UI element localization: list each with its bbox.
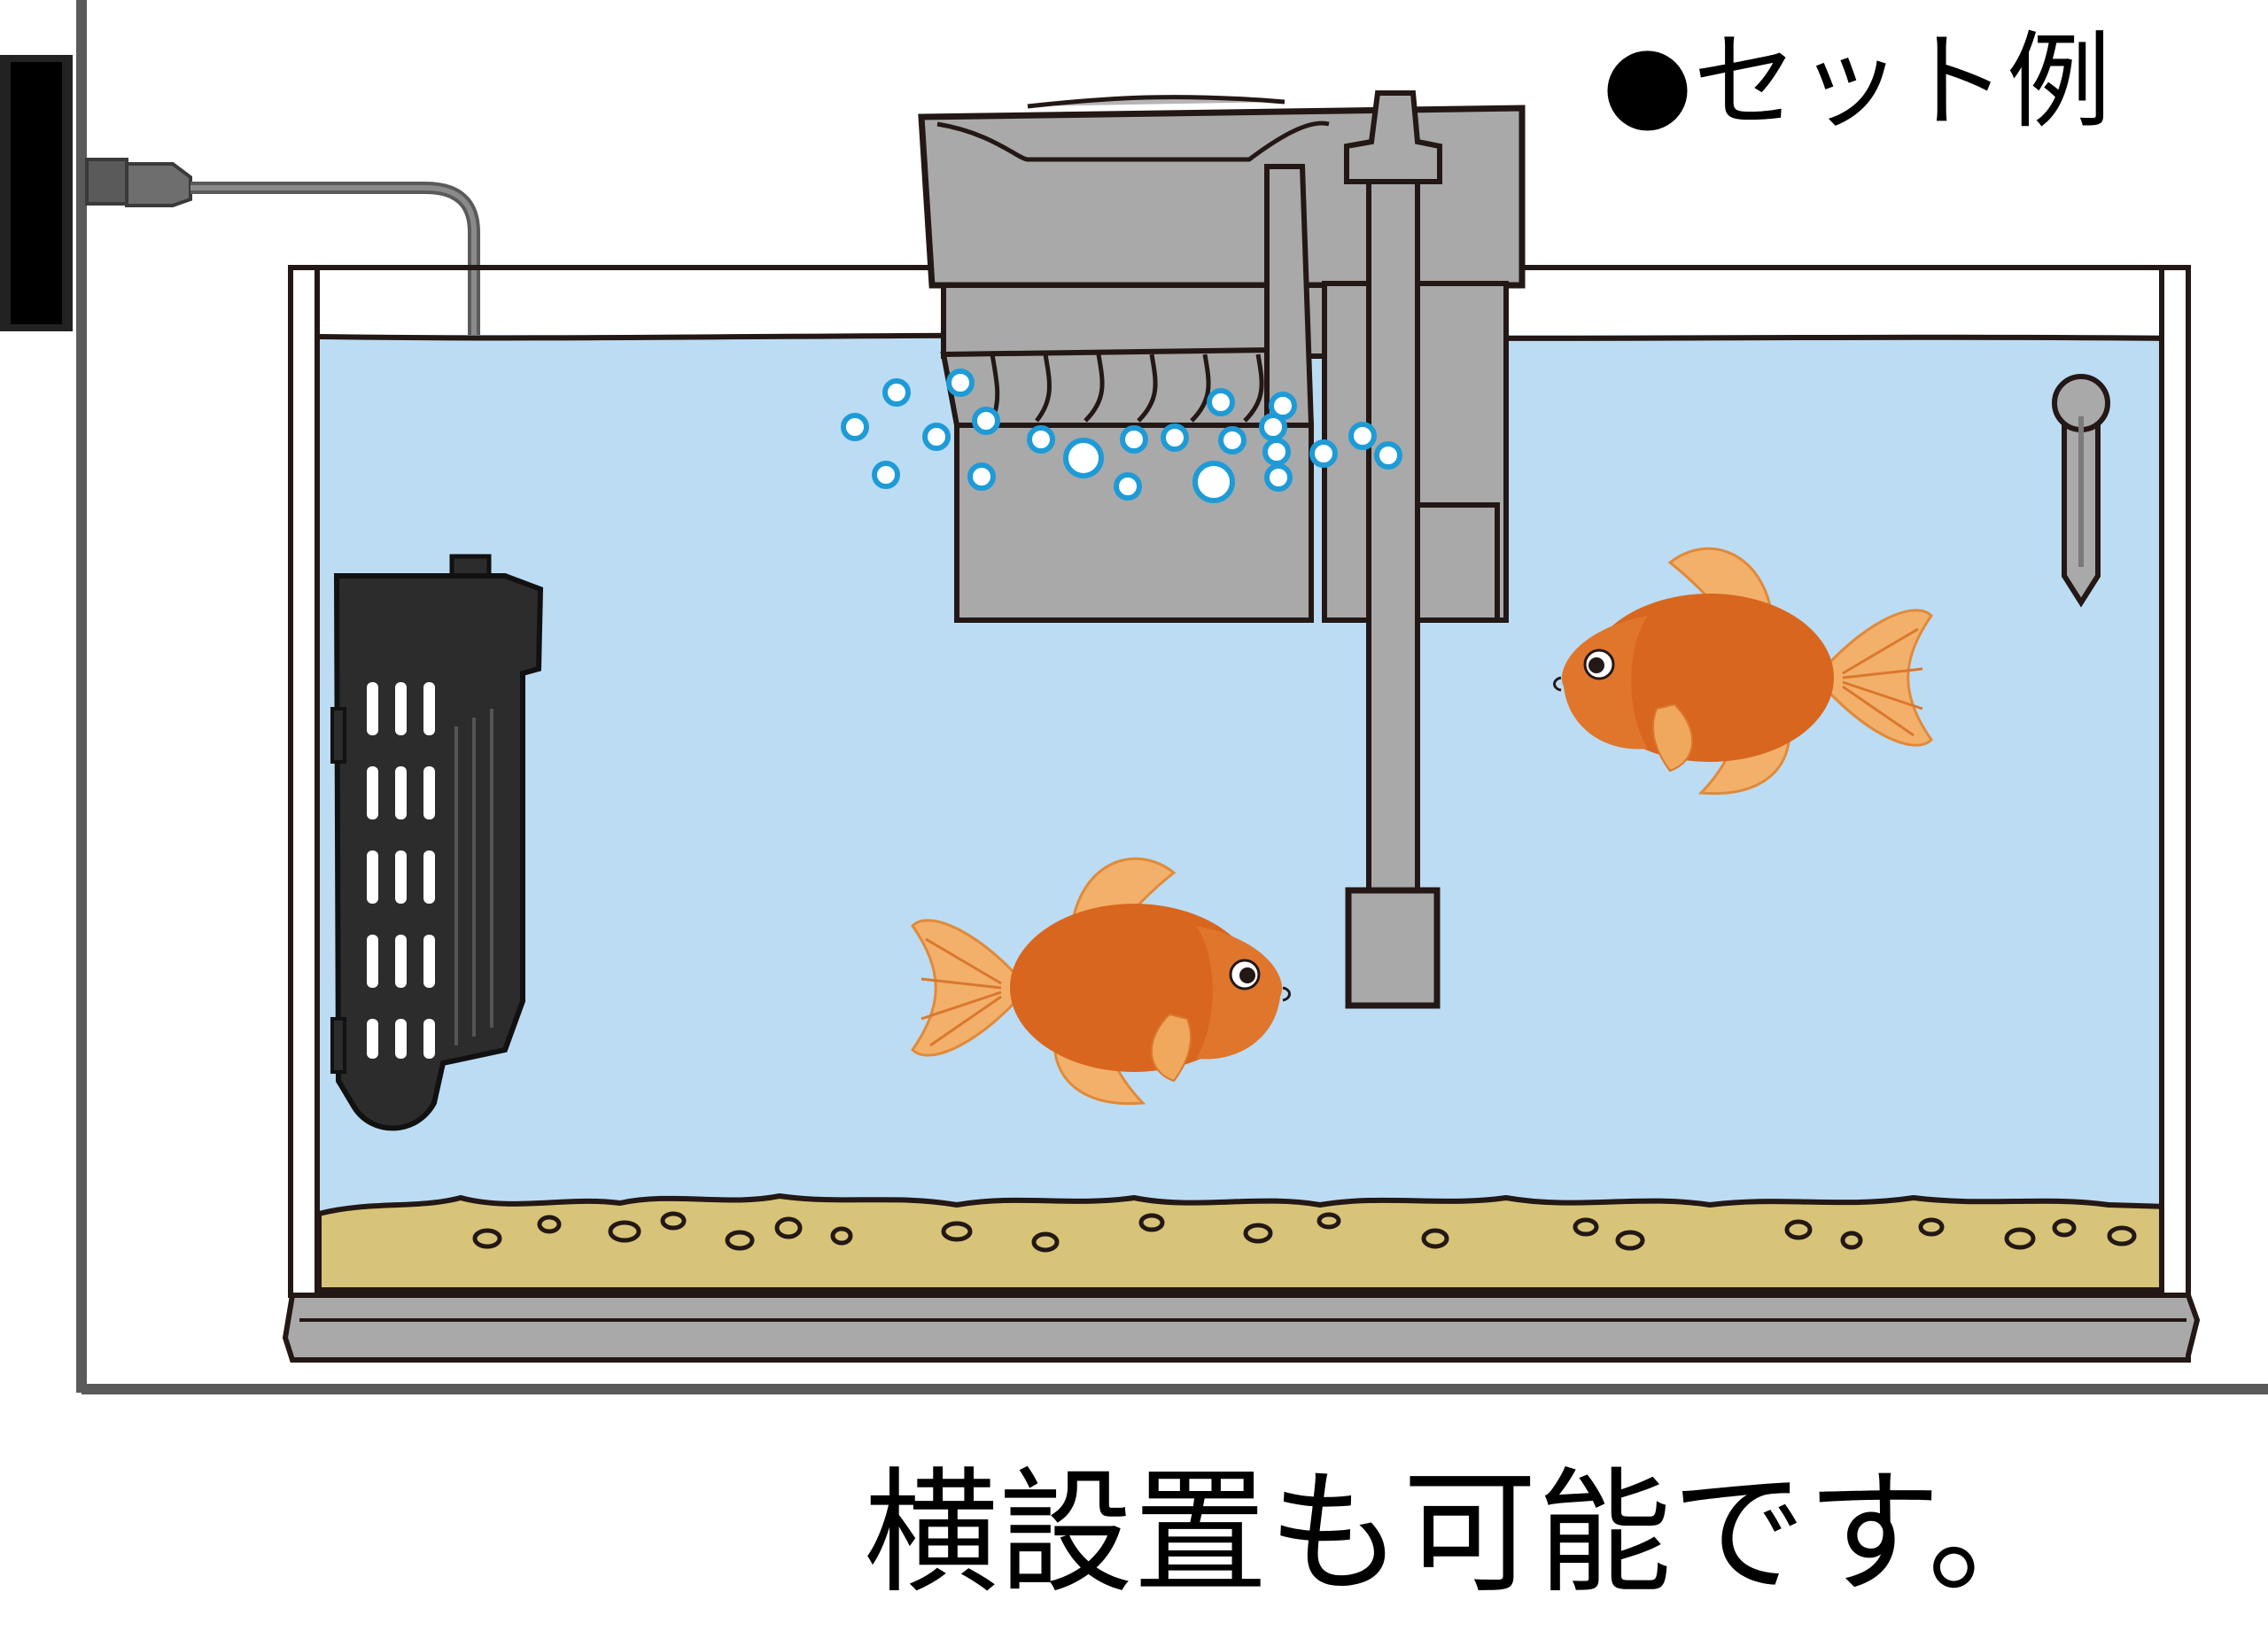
heater-icon [330, 554, 544, 1131]
power-plug-icon [85, 158, 480, 560]
cabinet [76, 0, 2268, 1394]
air-bubble-icon [841, 369, 1402, 503]
set-example-label: ●セット例 [1602, 20, 2111, 143]
power-outlet [0, 55, 73, 331]
gravel-bed [316, 1192, 2171, 1293]
caption: 横設置も可能です。 [864, 1455, 2062, 1612]
hang-on-filter-icon [918, 90, 1526, 1009]
aquarium-tank-icon [282, 265, 2201, 1363]
thermometer-icon [2052, 374, 2110, 608]
